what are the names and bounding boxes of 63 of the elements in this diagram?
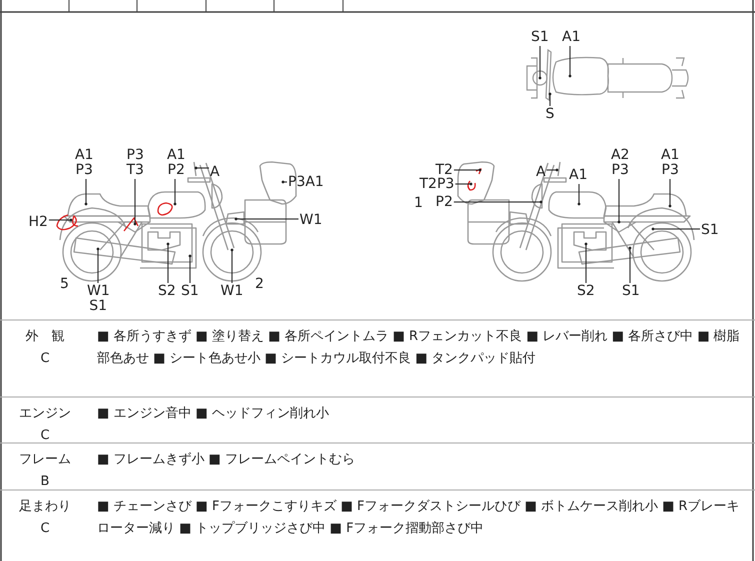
part-code-label: P2 [436, 195, 453, 210]
part-code-label: S2 [158, 284, 176, 299]
leader-line [48, 218, 72, 222]
motorcycle-drawing [457, 161, 695, 282]
category-name: フレーム [18, 451, 72, 469]
part-code-label: S1 [531, 30, 549, 45]
leader-line [546, 168, 558, 172]
part-code-label: S1 [181, 284, 199, 299]
category-name: エンジン [18, 405, 72, 423]
leader-line [578, 184, 580, 206]
leader-line [453, 168, 482, 172]
remarks-text: ■ チェーンさび ■ Fフォークこすりキズ ■ Fフォークダストシールひび ■ ボトムケース削れ小 ■ Rブレーキローター減り ■ トップブリッジさび中 ■ Fフォーク摺動部さび中 [97, 498, 741, 538]
leader-line [174, 178, 176, 206]
remarks-text: ■ エンジン音中 ■ ヘッドフィン削れ小 [97, 405, 330, 423]
leader-line [84, 178, 88, 206]
part-code-label: A [536, 165, 546, 180]
leader-line [568, 46, 572, 78]
category-name: 足まわり [18, 498, 72, 516]
grade-value: C [39, 427, 51, 445]
part-code-label: A2 P3 [609, 148, 632, 178]
part-code-label: S2 [577, 284, 595, 299]
leader-line [166, 242, 170, 284]
grade-value: C [39, 350, 51, 368]
part-code-label: A1 [562, 30, 580, 45]
part-code-label: A1 [569, 168, 588, 183]
part-code-label: A1 P3 [659, 148, 682, 178]
part-code-label: T2 [436, 163, 453, 178]
part-code-label: S1 [701, 223, 719, 238]
leader-line [652, 228, 700, 230]
view-number: 5 [60, 276, 69, 292]
view-number: 1 [414, 195, 423, 211]
part-code-label: A1 P2 [165, 148, 188, 178]
part-code-label: A1 P3 [73, 148, 96, 178]
leader-line [282, 180, 288, 184]
grade-value: B [40, 473, 50, 491]
leader-line [134, 178, 136, 226]
leader-line [188, 254, 192, 284]
leader-line [194, 166, 210, 170]
remarks-text: ■ 各所うすきず ■ 塗り替え ■ 各所ペイントムラ ■ Rフェンカット不良 ■ レバー削れ ■ 各所さび中 ■ 樹脂部色あせ ■ シート色あせ小 ■ シートカウル取付不良 ■ タンクパッド貼付 [97, 328, 741, 368]
part-code-label: P3A1 [288, 175, 324, 190]
leader-line [628, 246, 632, 284]
part-code-label: S [546, 107, 554, 122]
leader-line [668, 178, 672, 208]
grade-value: C [39, 520, 51, 538]
motorcycle-top-view-drawing [526, 48, 689, 102]
part-code-label: S1 [622, 284, 640, 299]
part-code-label: P3 T3 [124, 148, 146, 178]
category-name: 外 観 [24, 328, 66, 346]
leader-line [584, 242, 588, 284]
leader-line [618, 178, 620, 224]
part-code-label: T2P3 [420, 177, 454, 192]
leader-line [234, 218, 299, 220]
leader-line [453, 200, 542, 204]
leader-line [96, 248, 100, 284]
leader-line [548, 92, 552, 106]
part-code-label: H2 [28, 215, 48, 230]
leader-line [454, 182, 472, 186]
part-code-label: W1 S1 [87, 284, 110, 314]
part-code-label: A [210, 165, 220, 180]
remarks-text: ■ フレームきず小 ■ フレームペイントむら [97, 451, 356, 469]
view-number: 2 [255, 276, 264, 292]
part-code-label: W1 [220, 284, 244, 299]
part-code-label: W1 [300, 213, 322, 228]
